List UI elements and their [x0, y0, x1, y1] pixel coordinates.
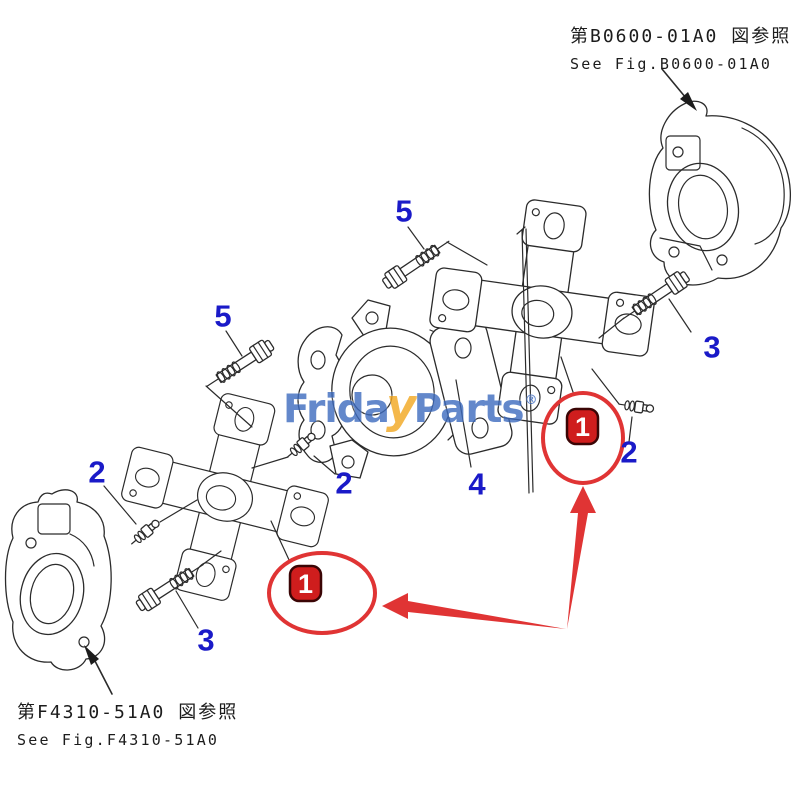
- figure-ref-en-top: See Fig.B0600-01A0: [570, 55, 773, 73]
- label-3-right: 3: [703, 329, 721, 365]
- watermark: Frida y Parts ®: [283, 379, 538, 434]
- label-3-left: 3: [197, 622, 215, 658]
- bolt-5-left: [201, 336, 277, 395]
- item-1-badge-left: 1: [288, 564, 323, 603]
- callout-circle-left: [267, 551, 377, 635]
- figure-reference-top-right: 第B0600-01A0 図参照 See Fig.B0600-01A0: [570, 22, 791, 73]
- callout-circle-right: [541, 391, 625, 485]
- label-2-right: 2: [620, 434, 638, 470]
- label-5-top: 5: [395, 193, 413, 229]
- figure-reference-bottom-left: 第F4310-51A0 図参照 See Fig.F4310-51A0: [17, 698, 238, 749]
- item-1-number-right: 1: [575, 412, 590, 442]
- reference-arrow-top-right: [661, 68, 697, 111]
- upper-u-joint-assembly: [417, 187, 667, 494]
- watermark-text-1: Frida: [283, 387, 390, 432]
- watermark-text-2: Parts: [413, 387, 525, 432]
- registered-mark: ®: [524, 393, 538, 408]
- figure-ref-jp-top: 第B0600-01A0 図参照: [570, 26, 792, 47]
- label-2-center: 2: [335, 465, 353, 501]
- item-1-badge-right: 1: [565, 407, 600, 446]
- reference-arrow-bottom-left: [84, 645, 113, 695]
- grease-fitting-right: [617, 398, 655, 416]
- figure-ref-jp-bottom: 第F4310-51A0 図参照: [17, 702, 239, 723]
- flange-yoke-part-bottom-left: [4, 489, 112, 671]
- watermark-accent: y: [385, 379, 417, 434]
- label-5-left: 5: [214, 298, 232, 334]
- figure-ref-en-bottom: See Fig.F4310-51A0: [17, 731, 220, 749]
- item-1-number-left: 1: [298, 569, 313, 599]
- label-4: 4: [468, 466, 486, 502]
- grease-fitting-left: [127, 516, 163, 549]
- label-2-left: 2: [88, 454, 106, 490]
- center-bearing-part: [297, 299, 513, 479]
- leader-lines: [103, 226, 692, 629]
- flange-yoke-part-top-right: [648, 100, 791, 286]
- callout-arrow-left: [382, 593, 566, 629]
- callout-arrow-up: [567, 486, 596, 629]
